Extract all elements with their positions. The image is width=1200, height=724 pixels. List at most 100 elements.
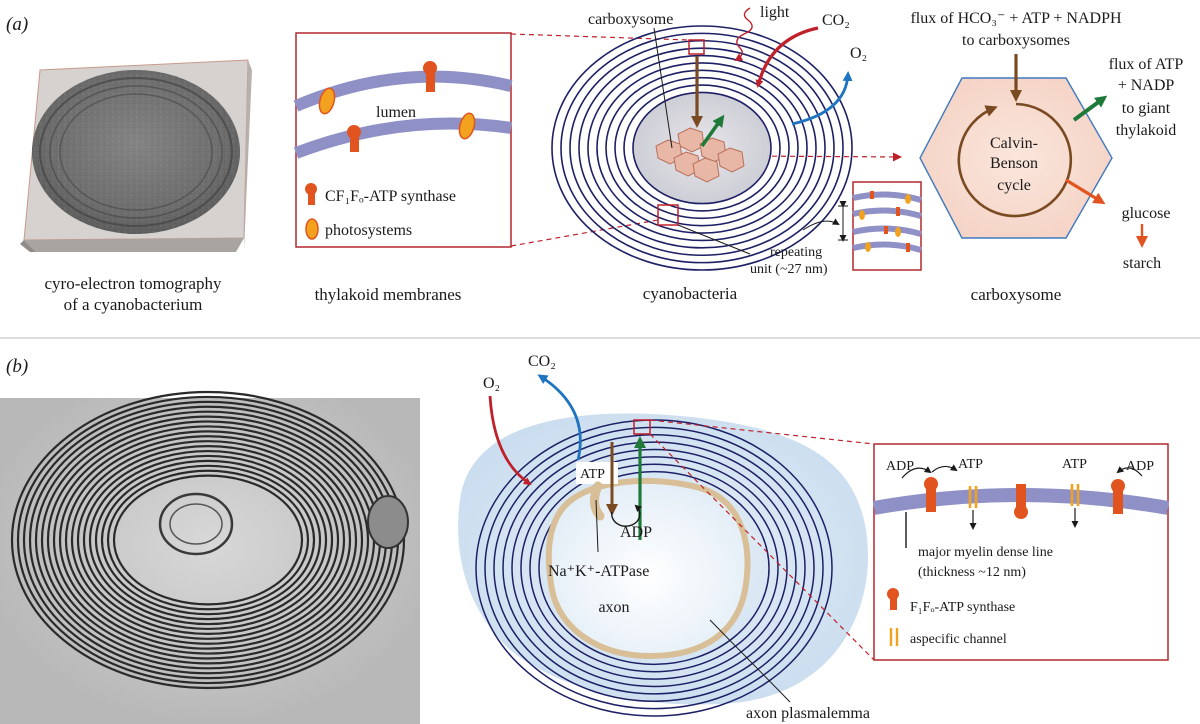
ring (70, 440, 346, 640)
caption-tomography-line1: cyro-electron tomography (44, 274, 222, 293)
green-flux-arrow (700, 114, 725, 148)
ring (596, 62, 808, 234)
myelin-connectors (649, 419, 875, 661)
ring (551, 25, 853, 271)
synthase-head-icon (423, 61, 437, 75)
ring (94, 459, 322, 621)
dense-line-label2: (thickness ~12 nm) (918, 565, 1026, 580)
repeat-zoom-box (657, 204, 679, 226)
ring (587, 54, 817, 242)
co2-b-arrow (537, 374, 582, 461)
flux-out-arrow (1072, 95, 1108, 122)
o2-b-label: O₂ (483, 375, 500, 392)
light-arrow (734, 7, 753, 62)
plasmalemma-pointer (709, 619, 791, 703)
pump-label: Na⁺K⁺-ATPase (548, 563, 649, 580)
inset-adp-left: ADP (886, 459, 914, 474)
atp-label-bg (576, 462, 618, 484)
ring (58, 430, 358, 650)
ring (529, 463, 779, 673)
ring (623, 84, 781, 212)
panel-a-label: (a) (6, 14, 28, 35)
glucose-arrow (1065, 178, 1106, 205)
ring (614, 76, 790, 220)
ring (112, 474, 304, 606)
ring (82, 449, 334, 631)
ring (100, 464, 316, 616)
panel-b-label: (b) (6, 356, 28, 377)
repeating-label-line1: repeating (770, 245, 822, 260)
legend-channel-label: aspecific channel (910, 632, 1007, 647)
o2-b-arrow (488, 395, 532, 486)
em-micrograph (0, 390, 420, 724)
ring (484, 426, 824, 710)
repeating-label-line2: unit (~27 nm) (750, 262, 828, 277)
ring (64, 435, 352, 645)
flux-out-line2: + NADP (1118, 77, 1175, 94)
cycle-line1: Calvin- (990, 135, 1038, 152)
cycle-line2: Benson (990, 155, 1038, 172)
photosystem-icon (318, 87, 336, 115)
myelin-zoom-box (633, 419, 651, 435)
ring (10, 390, 406, 690)
dense-line-label1: major myelin dense line (918, 545, 1053, 560)
glucose-label: glucose (1122, 205, 1171, 222)
ring (76, 445, 340, 635)
adp-b-label: ADP (620, 524, 652, 541)
ring (605, 69, 799, 227)
ring (502, 441, 806, 695)
o2-label: O₂ (850, 45, 867, 62)
co2-b-label: CO₂ (528, 353, 556, 370)
carboxysome-hexagon (919, 77, 1113, 239)
carboxysome-zoom-box (688, 39, 705, 55)
caption-thylakoid: thylakoid membranes (315, 285, 462, 304)
lumen-label: lumen (376, 104, 416, 121)
synthase-icon (350, 132, 359, 152)
inset-atp-left: ATP (958, 457, 983, 472)
flux-out-line4: thylakoid (1116, 122, 1176, 139)
flux-out-line1: flux of ATP (1109, 56, 1184, 73)
ring (560, 32, 844, 264)
ring (520, 456, 788, 680)
legend-synthase-icon (308, 189, 315, 205)
legend-photosystems-label: photosystems (325, 222, 412, 239)
repeat-pointer (677, 224, 751, 255)
ring (569, 39, 835, 257)
cycle-b-arrow (611, 504, 643, 527)
myelin-schematic (458, 413, 868, 717)
atp-b-label: ATP (580, 467, 605, 482)
caption-tomography-line2: of a cyanobacterium (64, 295, 203, 314)
inset-atp-right: ATP (1062, 457, 1087, 472)
legend-synthase-label: CF₁Fₒ-ATP synthase (325, 188, 456, 205)
carboxysome-cluster (655, 127, 745, 183)
caption-carboxysome: carboxysome (971, 285, 1062, 304)
ring (52, 425, 364, 655)
legend-f1fo-label: F₁Fₒ-ATP synthase (910, 600, 1015, 615)
pump-pointer (595, 499, 599, 553)
axon-label: axon (598, 599, 629, 616)
legend-f1fo-icon (890, 594, 897, 610)
repeating-unit-inset (802, 181, 922, 271)
synthase-icon (426, 70, 435, 92)
inset-adp-right: ADP (1126, 459, 1154, 474)
ring (46, 420, 370, 660)
ring (106, 469, 310, 611)
ring (538, 470, 770, 666)
starch-label: starch (1123, 255, 1161, 272)
carboxysome-pointer (653, 27, 673, 149)
ring (88, 454, 328, 626)
thylakoid-inset (293, 32, 513, 248)
photosystem-icon (458, 112, 476, 140)
flux-in-line1: flux of HCO₃⁻ + ATP + NADPH (910, 10, 1121, 27)
myelin-inset (872, 443, 1170, 661)
flux-out-line3: to giant (1122, 100, 1171, 117)
tomography-image (20, 59, 252, 252)
plasmalemma-label: axon plasmalemma (746, 705, 870, 722)
flux-in-line2: to carboxysomes (962, 32, 1070, 49)
light-label: light (760, 4, 790, 21)
cycle-line3: cycle (997, 177, 1031, 194)
pump-icon (590, 481, 605, 521)
o2-arrow (791, 71, 853, 126)
ring (493, 434, 815, 702)
